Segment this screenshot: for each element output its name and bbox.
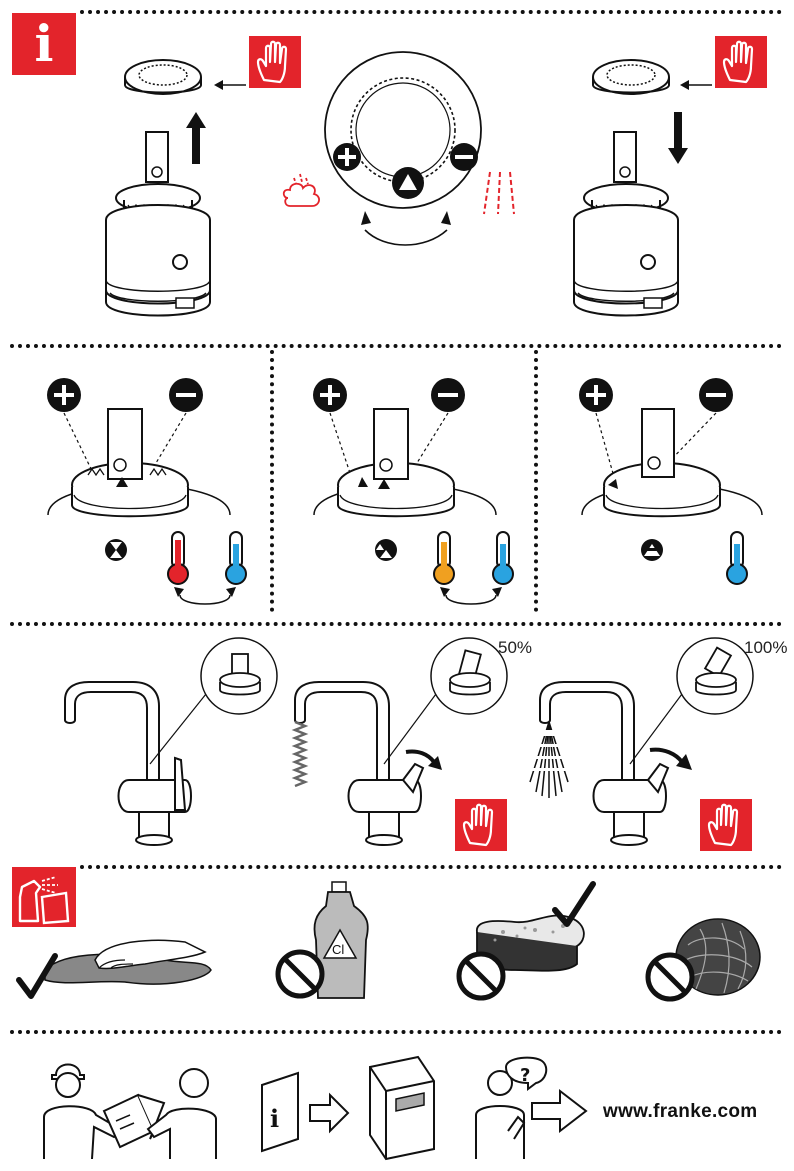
arrow-up-icon — [186, 112, 206, 164]
triangle-marker-icon — [392, 167, 424, 199]
divider-3 — [80, 865, 782, 869]
divider-1 — [10, 344, 782, 348]
detail-callout — [149, 637, 278, 765]
stop-hand-icon — [700, 799, 752, 851]
divider-v-1 — [270, 350, 274, 612]
thermometer-cold-icon — [492, 531, 514, 585]
svg-text:?: ? — [520, 1065, 530, 1086]
limiter-ring-icon — [124, 59, 202, 95]
temp-setting-panel — [579, 378, 763, 561]
divider-2 — [10, 622, 782, 626]
thermometer-warm-icon — [433, 531, 455, 585]
limiter-ring-icon — [592, 59, 670, 95]
faucet-icon — [539, 681, 670, 846]
minus-icon — [450, 143, 478, 171]
divider-v-2 — [534, 350, 538, 612]
detail-callout — [383, 637, 508, 765]
manual-icon: i — [261, 1055, 435, 1161]
info-icon: i — [12, 13, 76, 75]
sponge-icon — [456, 881, 596, 1001]
detergent-bottle-icon: Cl — [275, 881, 369, 999]
info-symbol: i — [34, 14, 54, 73]
thermometer-cold-icon — [726, 531, 748, 585]
arrow-left-icon — [214, 80, 246, 90]
arrow-down-icon — [668, 112, 688, 164]
water-stream-icon — [291, 720, 309, 788]
stop-hand-icon — [455, 799, 507, 851]
spray-stream-icon — [528, 721, 570, 798]
temp-setting-panel — [47, 378, 236, 605]
faucet-icon — [294, 681, 425, 846]
limiter-dial — [324, 51, 482, 246]
divider-top — [80, 10, 782, 14]
steel-wool-icon — [645, 918, 761, 1002]
cartridge-icon — [105, 131, 211, 317]
website-link[interactable]: www.franke.com — [603, 1101, 758, 1122]
steam-icon — [282, 173, 320, 207]
rotate-arrow-icon — [405, 749, 442, 770]
stop-hand-icon — [249, 36, 301, 88]
faucet-icon — [64, 681, 192, 846]
divider-4 — [10, 1030, 782, 1034]
plus-icon — [333, 143, 361, 171]
handover-icon — [43, 1063, 217, 1160]
question-person-icon: ? — [475, 1056, 588, 1159]
chlorine-label: Cl — [332, 942, 344, 957]
thermometer-cold-icon — [225, 531, 247, 585]
spray-icon — [483, 171, 515, 215]
temp-setting-panel — [313, 378, 502, 605]
cleaning-spray-icon — [12, 867, 76, 927]
detail-callout — [629, 637, 754, 765]
cartridge-icon — [573, 131, 679, 317]
stop-hand-icon — [715, 36, 767, 88]
flow-50-label: 50% — [498, 638, 533, 657]
cloth-wipe-icon — [16, 939, 212, 999]
rotate-arrow-icon — [649, 747, 692, 770]
arrow-left-icon — [680, 80, 712, 90]
thermometer-hot-icon — [167, 531, 189, 585]
flow-100-label: 100% — [744, 638, 788, 657]
svg-text:i: i — [270, 1104, 279, 1133]
